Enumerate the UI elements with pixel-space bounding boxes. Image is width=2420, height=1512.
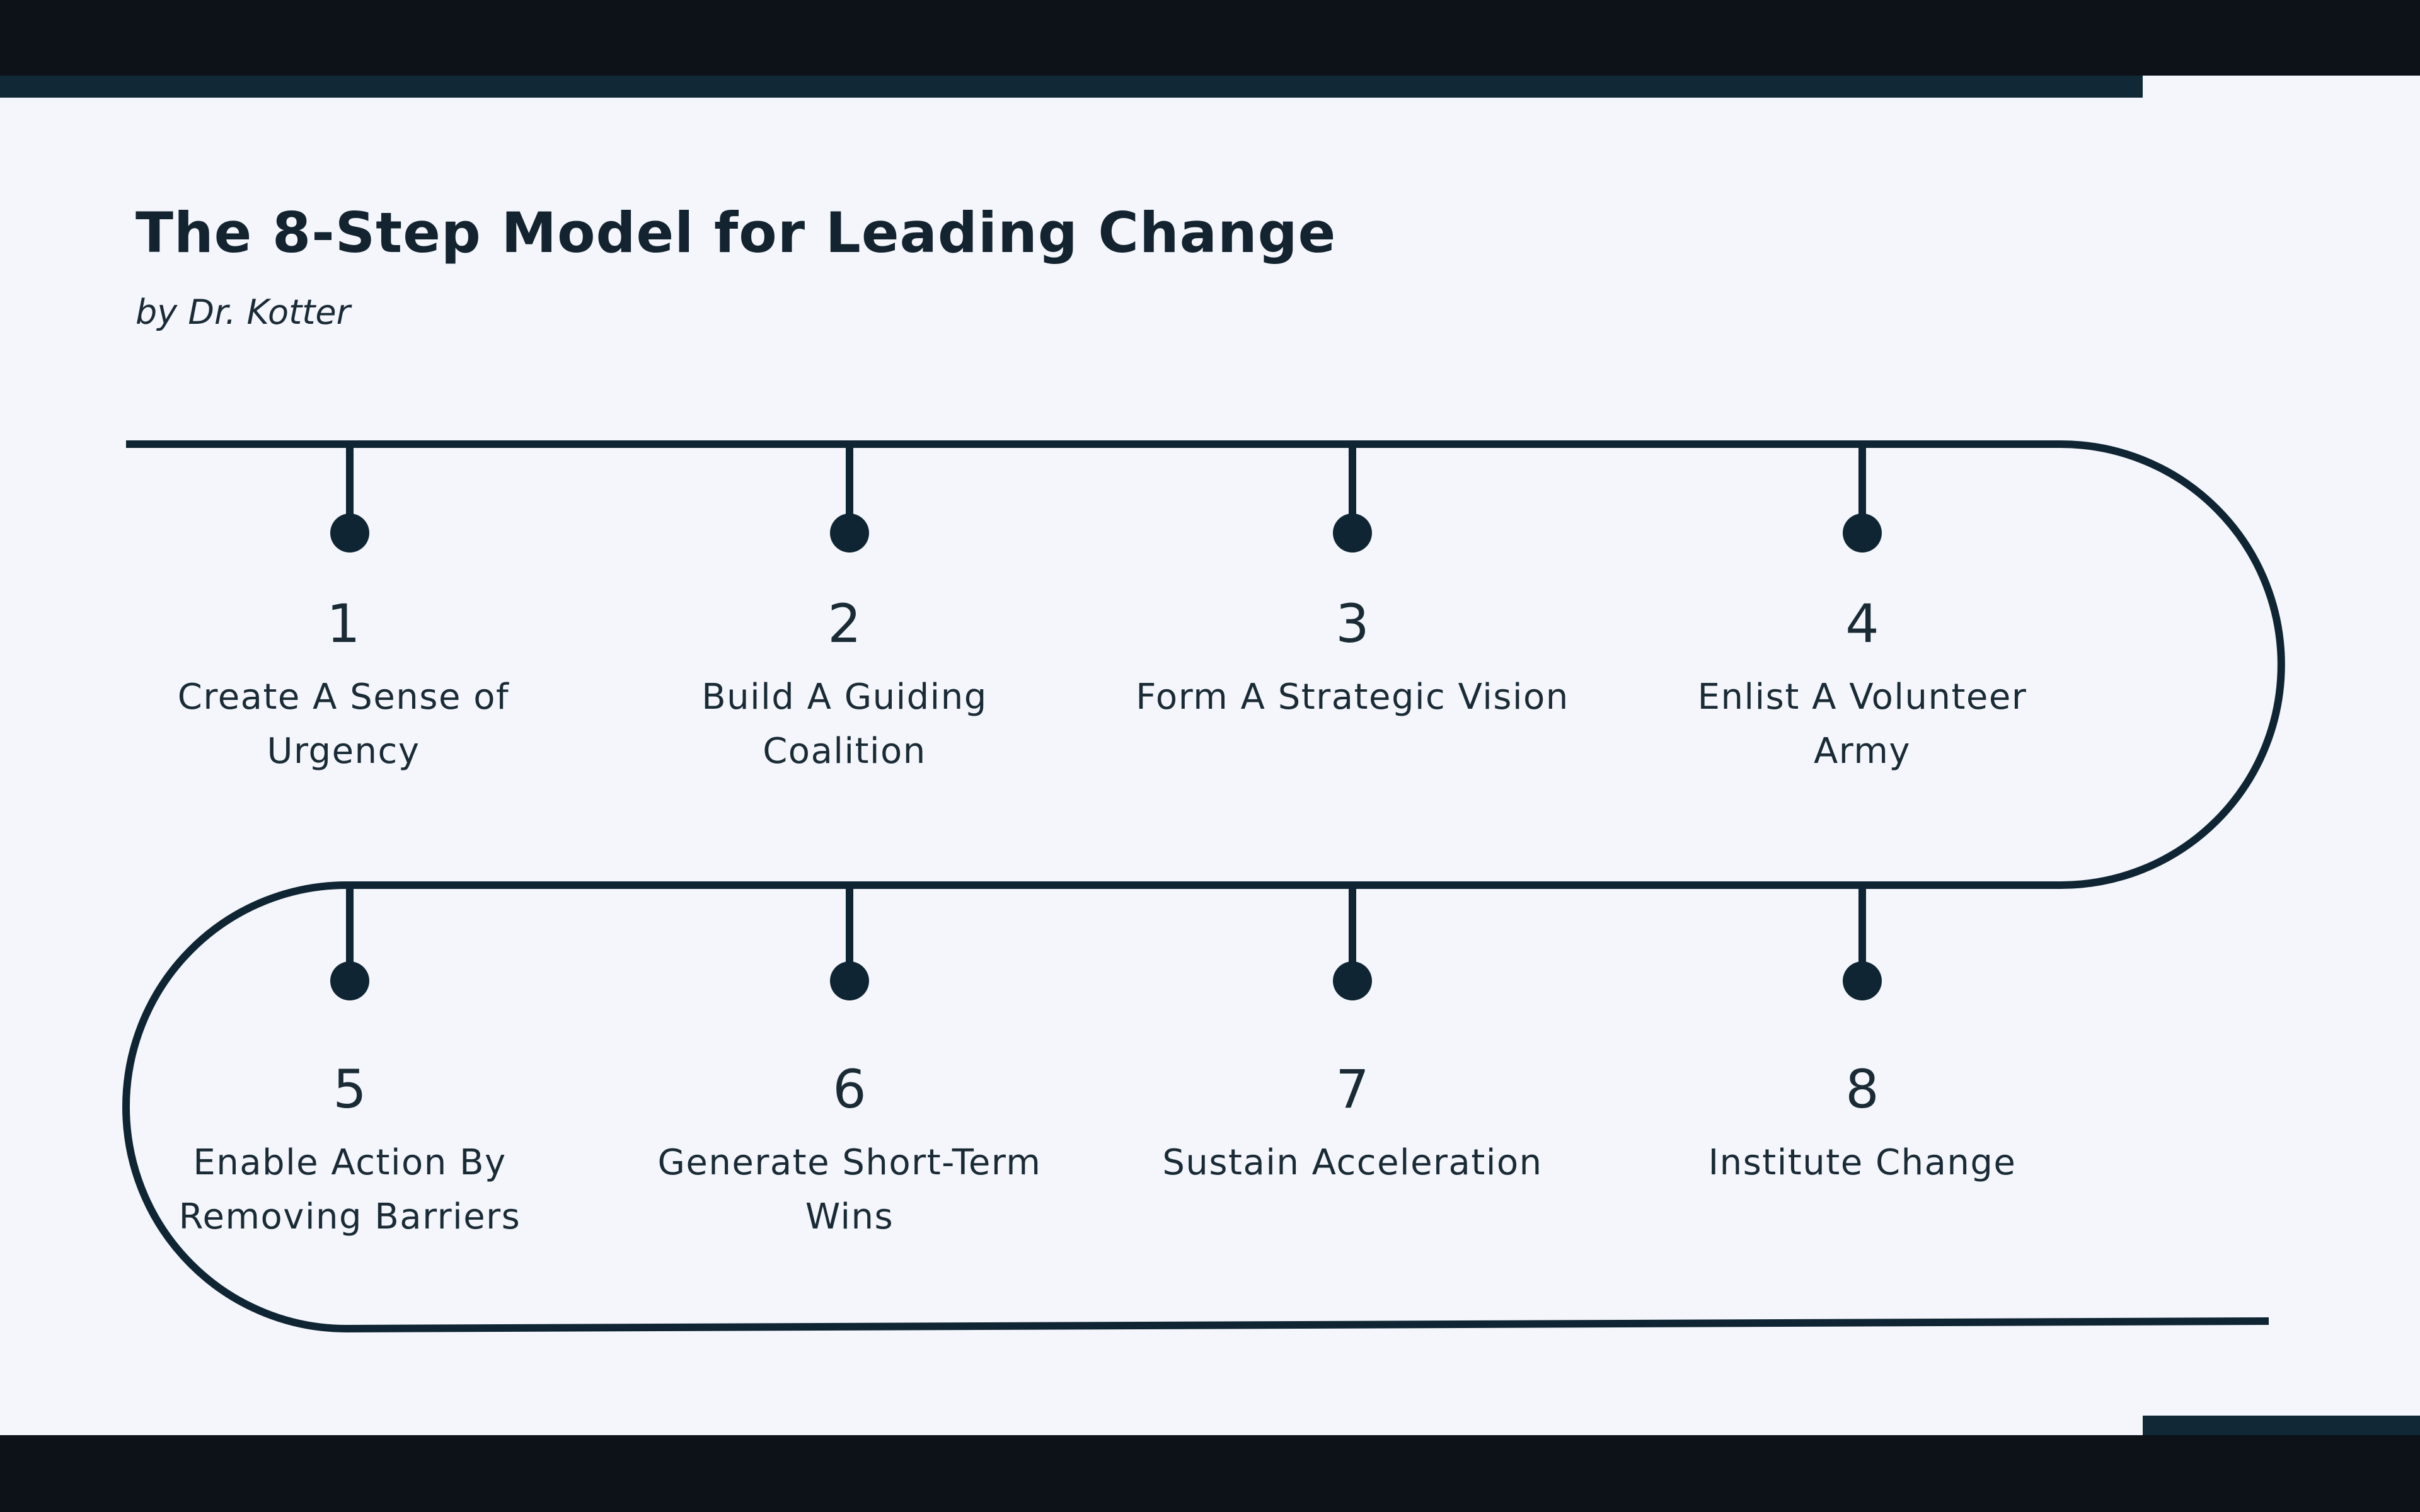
step-6: 6 Generate Short-Term Wins <box>610 1063 1089 1244</box>
step-label: Enlist A Volunteer Army <box>1697 677 2027 772</box>
top-accent-bar <box>0 76 2143 98</box>
page-subtitle: by Dr. Kotter <box>135 292 350 332</box>
step-connector-5 <box>330 885 369 1000</box>
step-number: 3 <box>1335 593 1369 655</box>
step-label: Sustain Acceleration <box>1162 1142 1543 1183</box>
step-node <box>830 961 869 1000</box>
step-node <box>830 513 869 553</box>
step-7: 7 Sustain Acceleration <box>1113 1063 1592 1190</box>
step-node <box>330 513 369 553</box>
step-connector-7 <box>1333 885 1372 1000</box>
step-node <box>1843 961 1882 1000</box>
step-number: 7 <box>1335 1058 1369 1120</box>
step-node <box>1333 513 1372 553</box>
step-connector-3 <box>1333 444 1372 553</box>
step-3: 3 Form A Strategic Vision <box>1113 597 1592 724</box>
step-label: Create A Sense of Urgency <box>177 677 510 772</box>
step-label: Generate Short-Term Wins <box>657 1142 1042 1237</box>
step-node <box>1843 513 1882 553</box>
serpentine-line <box>122 440 2285 1332</box>
step-number: 1 <box>326 593 360 655</box>
bottom-dark-band <box>0 1435 2420 1512</box>
step-number: 4 <box>1845 593 1879 655</box>
step-label: Enable Action By Removing Barriers <box>178 1142 521 1237</box>
step-number: 6 <box>833 1058 867 1120</box>
step-connector-4 <box>1843 444 1882 553</box>
step-node <box>1333 961 1372 1000</box>
bottom-accent-bar <box>2143 1416 2420 1435</box>
step-label: Build A Guiding Coalition <box>701 677 988 772</box>
step-label: Institute Change <box>1708 1142 2017 1183</box>
step-1: 1 Create A Sense of Urgency <box>104 597 583 779</box>
step-label: Form A Strategic Vision <box>1136 677 1569 718</box>
step-node <box>330 961 369 1000</box>
step-number: 8 <box>1845 1058 1879 1120</box>
step-connector-1 <box>330 444 369 553</box>
step-connector-6 <box>830 885 869 1000</box>
step-connectors-row1 <box>330 444 1882 553</box>
page-title: The 8-Step Model for Leading Change <box>135 200 1337 265</box>
step-connectors-row2 <box>330 885 1882 1000</box>
step-5: 5 Enable Action By Removing Barriers <box>110 1063 589 1244</box>
top-dark-band <box>0 0 2420 76</box>
step-8: 8 Institute Change <box>1623 1063 2102 1190</box>
step-connector-2 <box>830 444 869 553</box>
step-connector-8 <box>1843 885 1882 1000</box>
step-number: 2 <box>827 593 861 655</box>
step-number: 5 <box>333 1058 367 1120</box>
step-2: 2 Build A Guiding Coalition <box>605 597 1084 779</box>
step-4: 4 Enlist A Volunteer Army <box>1623 597 2102 779</box>
